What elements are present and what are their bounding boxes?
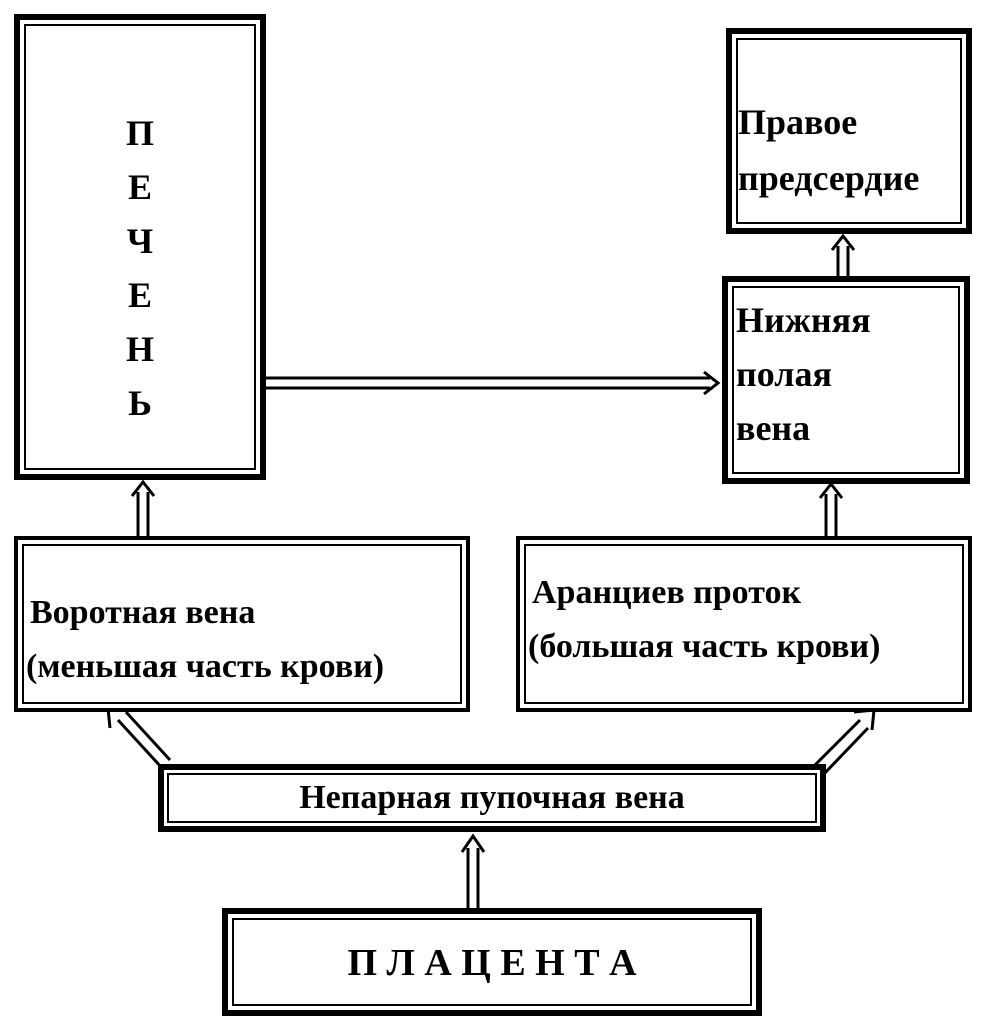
arrow-ductus-to-ivc (818, 481, 844, 540)
liver-label: П Е Ч Е Н Ь (14, 106, 266, 430)
liver-letter: П (125, 113, 154, 153)
arrow-umbilical-to-portal-vein (106, 706, 172, 770)
arrow-liver-to-ivc (264, 370, 721, 396)
portal-vein-line2: (меньшая часть крови) (26, 648, 385, 685)
placenta-box: П Л А Ц Е Н Т А (222, 908, 762, 1016)
liver-letter: Е (127, 275, 152, 315)
arrow-ivc-to-right-atrium (830, 233, 856, 276)
ivc-line2: полая (736, 354, 832, 394)
umbilical-vein-label: Непарная пупочная вена (299, 779, 685, 816)
ductus-venosus-line2: (большая часть крови) (528, 628, 881, 665)
portal-vein-line1: Воротная вена (30, 594, 256, 631)
ivc-line3: вена (736, 408, 811, 448)
portal-vein-box: Воротная вена (меньшая часть крови) (14, 536, 470, 712)
ductus-venosus-line1: Аранциев проток (532, 574, 802, 611)
ivc-line1: Нижняя (736, 300, 871, 340)
arrow-portal-vein-to-liver (130, 479, 156, 540)
umbilical-vein-box: Непарная пупочная вена (158, 764, 826, 832)
arrow-placenta-to-umbilical-vein (460, 833, 486, 908)
liver-letter: Ь (128, 383, 152, 423)
right-atrium-line2: предсердие (738, 158, 920, 198)
liver-letter: Е (127, 167, 152, 207)
liver-box: П Е Ч Е Н Ь (14, 14, 266, 480)
right-atrium-box: Правое предсердие (726, 28, 972, 234)
right-atrium-line1: Правое (738, 102, 858, 142)
liver-letter: Н (125, 329, 154, 369)
inferior-vena-cava-box: Нижняя полая вена (722, 276, 970, 484)
ductus-venosus-box: Аранциев проток (большая часть крови) (516, 536, 972, 712)
liver-letter: Ч (126, 221, 154, 261)
placenta-label: П Л А Ц Е Н Т А (347, 942, 637, 984)
